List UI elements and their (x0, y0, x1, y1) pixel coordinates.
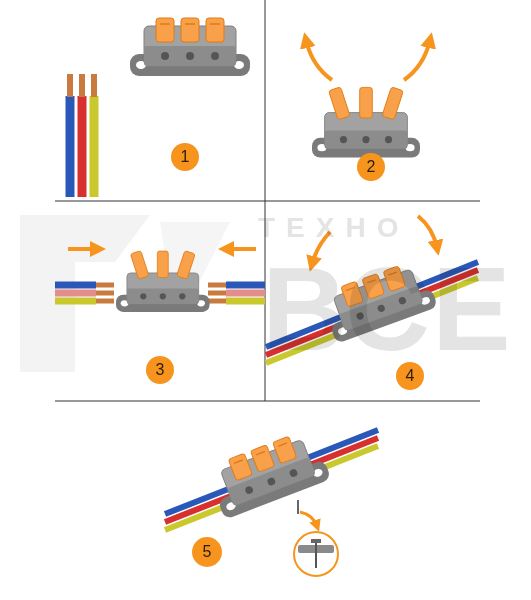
callout-number: 3 (156, 362, 165, 378)
callout-number: 4 (406, 368, 415, 384)
step-number-circle: 1 (171, 143, 199, 171)
step-number-circle: 3 (146, 356, 174, 384)
step-number-circle: 5 (192, 537, 222, 567)
callout-number: 5 (203, 544, 212, 560)
watermark: ВСЕ (262, 250, 513, 368)
callout-number: 1 (181, 149, 190, 165)
watermark: ТЕХНО (258, 214, 409, 242)
step-number-circle: 2 (357, 153, 385, 181)
callout-number: 2 (367, 159, 376, 175)
